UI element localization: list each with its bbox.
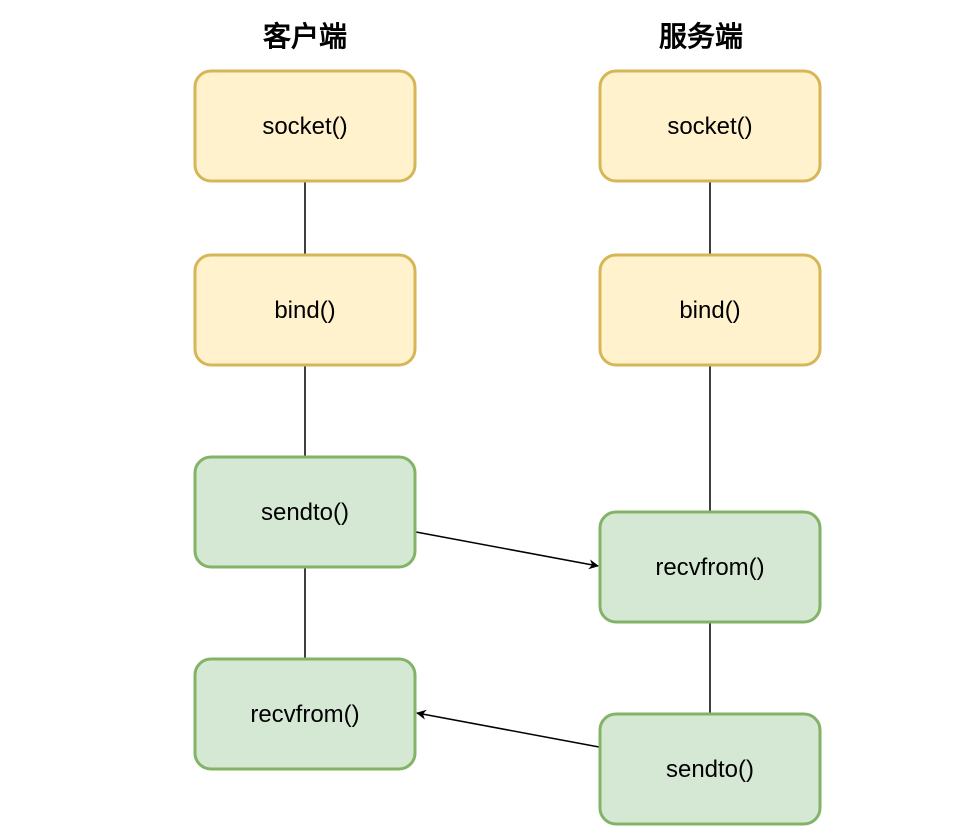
client-sendto-node: sendto() — [193, 455, 417, 569]
client-socket-label: socket() — [262, 113, 347, 140]
server-column-title: 服务端 — [659, 20, 743, 53]
message-arrow-client-to-server — [415, 531, 599, 570]
server-bind-node: bind() — [598, 253, 822, 367]
client-socket-node: socket() — [193, 69, 417, 183]
server-sendto-node: sendto() — [598, 712, 822, 826]
client-sendto-label: sendto() — [261, 499, 349, 526]
server-socket-node: socket() — [598, 69, 822, 183]
server-recvfrom-label: recvfrom() — [655, 554, 764, 581]
client-recvfrom-label: recvfrom() — [250, 701, 359, 728]
client-column-title: 客户端 — [263, 20, 347, 53]
server-bind-label: bind() — [679, 297, 740, 324]
message-arrow-server-to-client — [416, 709, 600, 748]
server-sendto-label: sendto() — [666, 756, 754, 783]
client-bind-label: bind() — [274, 297, 335, 324]
client-bind-node: bind() — [193, 253, 417, 367]
server-recvfrom-node: recvfrom() — [598, 510, 822, 624]
client-recvfrom-node: recvfrom() — [193, 657, 417, 771]
server-socket-label: socket() — [667, 113, 752, 140]
